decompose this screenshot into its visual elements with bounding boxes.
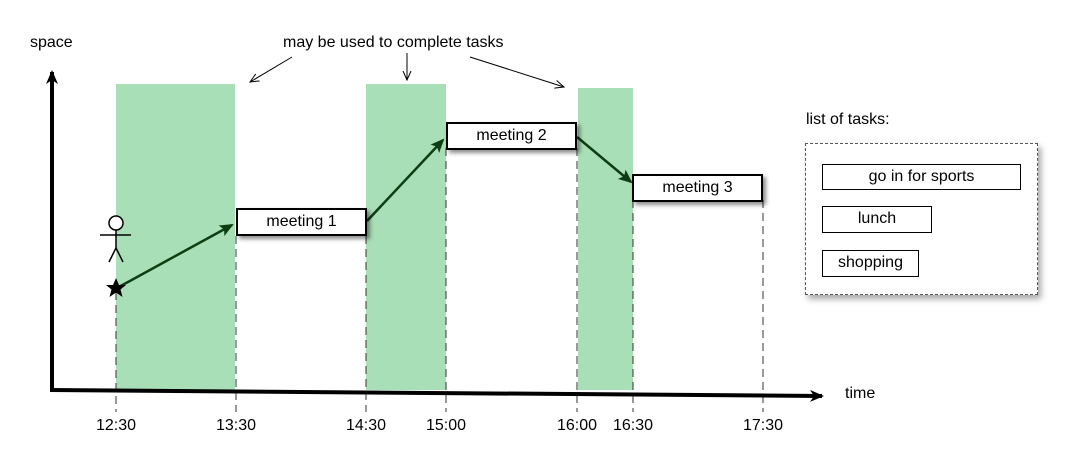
x-axis-label: time — [845, 385, 876, 402]
tick-label: 15:00 — [425, 417, 467, 434]
path-arrow-1 — [116, 223, 234, 290]
annotation-arrow-left — [250, 56, 293, 82]
tick-label: 16:00 — [556, 417, 598, 434]
annotation-arrow-right — [469, 56, 564, 87]
star-icon — [106, 278, 126, 297]
meeting-1-box: meeting 1 — [236, 208, 367, 236]
tick-label: 13:30 — [215, 417, 257, 434]
task-list-panel: go in for sports lunch shopping — [805, 143, 1038, 295]
annotation-text: may be used to complete tasks — [283, 34, 504, 51]
task-item: go in for sports — [822, 164, 1021, 190]
free-slot-3 — [578, 88, 633, 390]
path-arrow-3 — [576, 136, 633, 184]
tick-label: 12:30 — [95, 417, 137, 434]
time-guides — [115, 148, 764, 412]
free-slot-1 — [116, 84, 235, 390]
tick-label: 17:30 — [742, 417, 784, 434]
tick-label: 14:30 — [345, 417, 387, 434]
free-slot-2 — [366, 84, 446, 390]
path-arrow-2 — [366, 138, 445, 222]
meeting-3-box: meeting 3 — [632, 174, 763, 202]
task-list-title: list of tasks: — [806, 111, 890, 128]
y-axis-label: space — [30, 34, 73, 51]
tick-label: 16:30 — [612, 417, 654, 434]
person-icon — [100, 215, 131, 263]
task-item: lunch — [822, 206, 932, 233]
x-axis — [49, 388, 824, 402]
meeting-2-box: meeting 2 — [446, 122, 577, 150]
task-item: shopping — [822, 250, 919, 277]
